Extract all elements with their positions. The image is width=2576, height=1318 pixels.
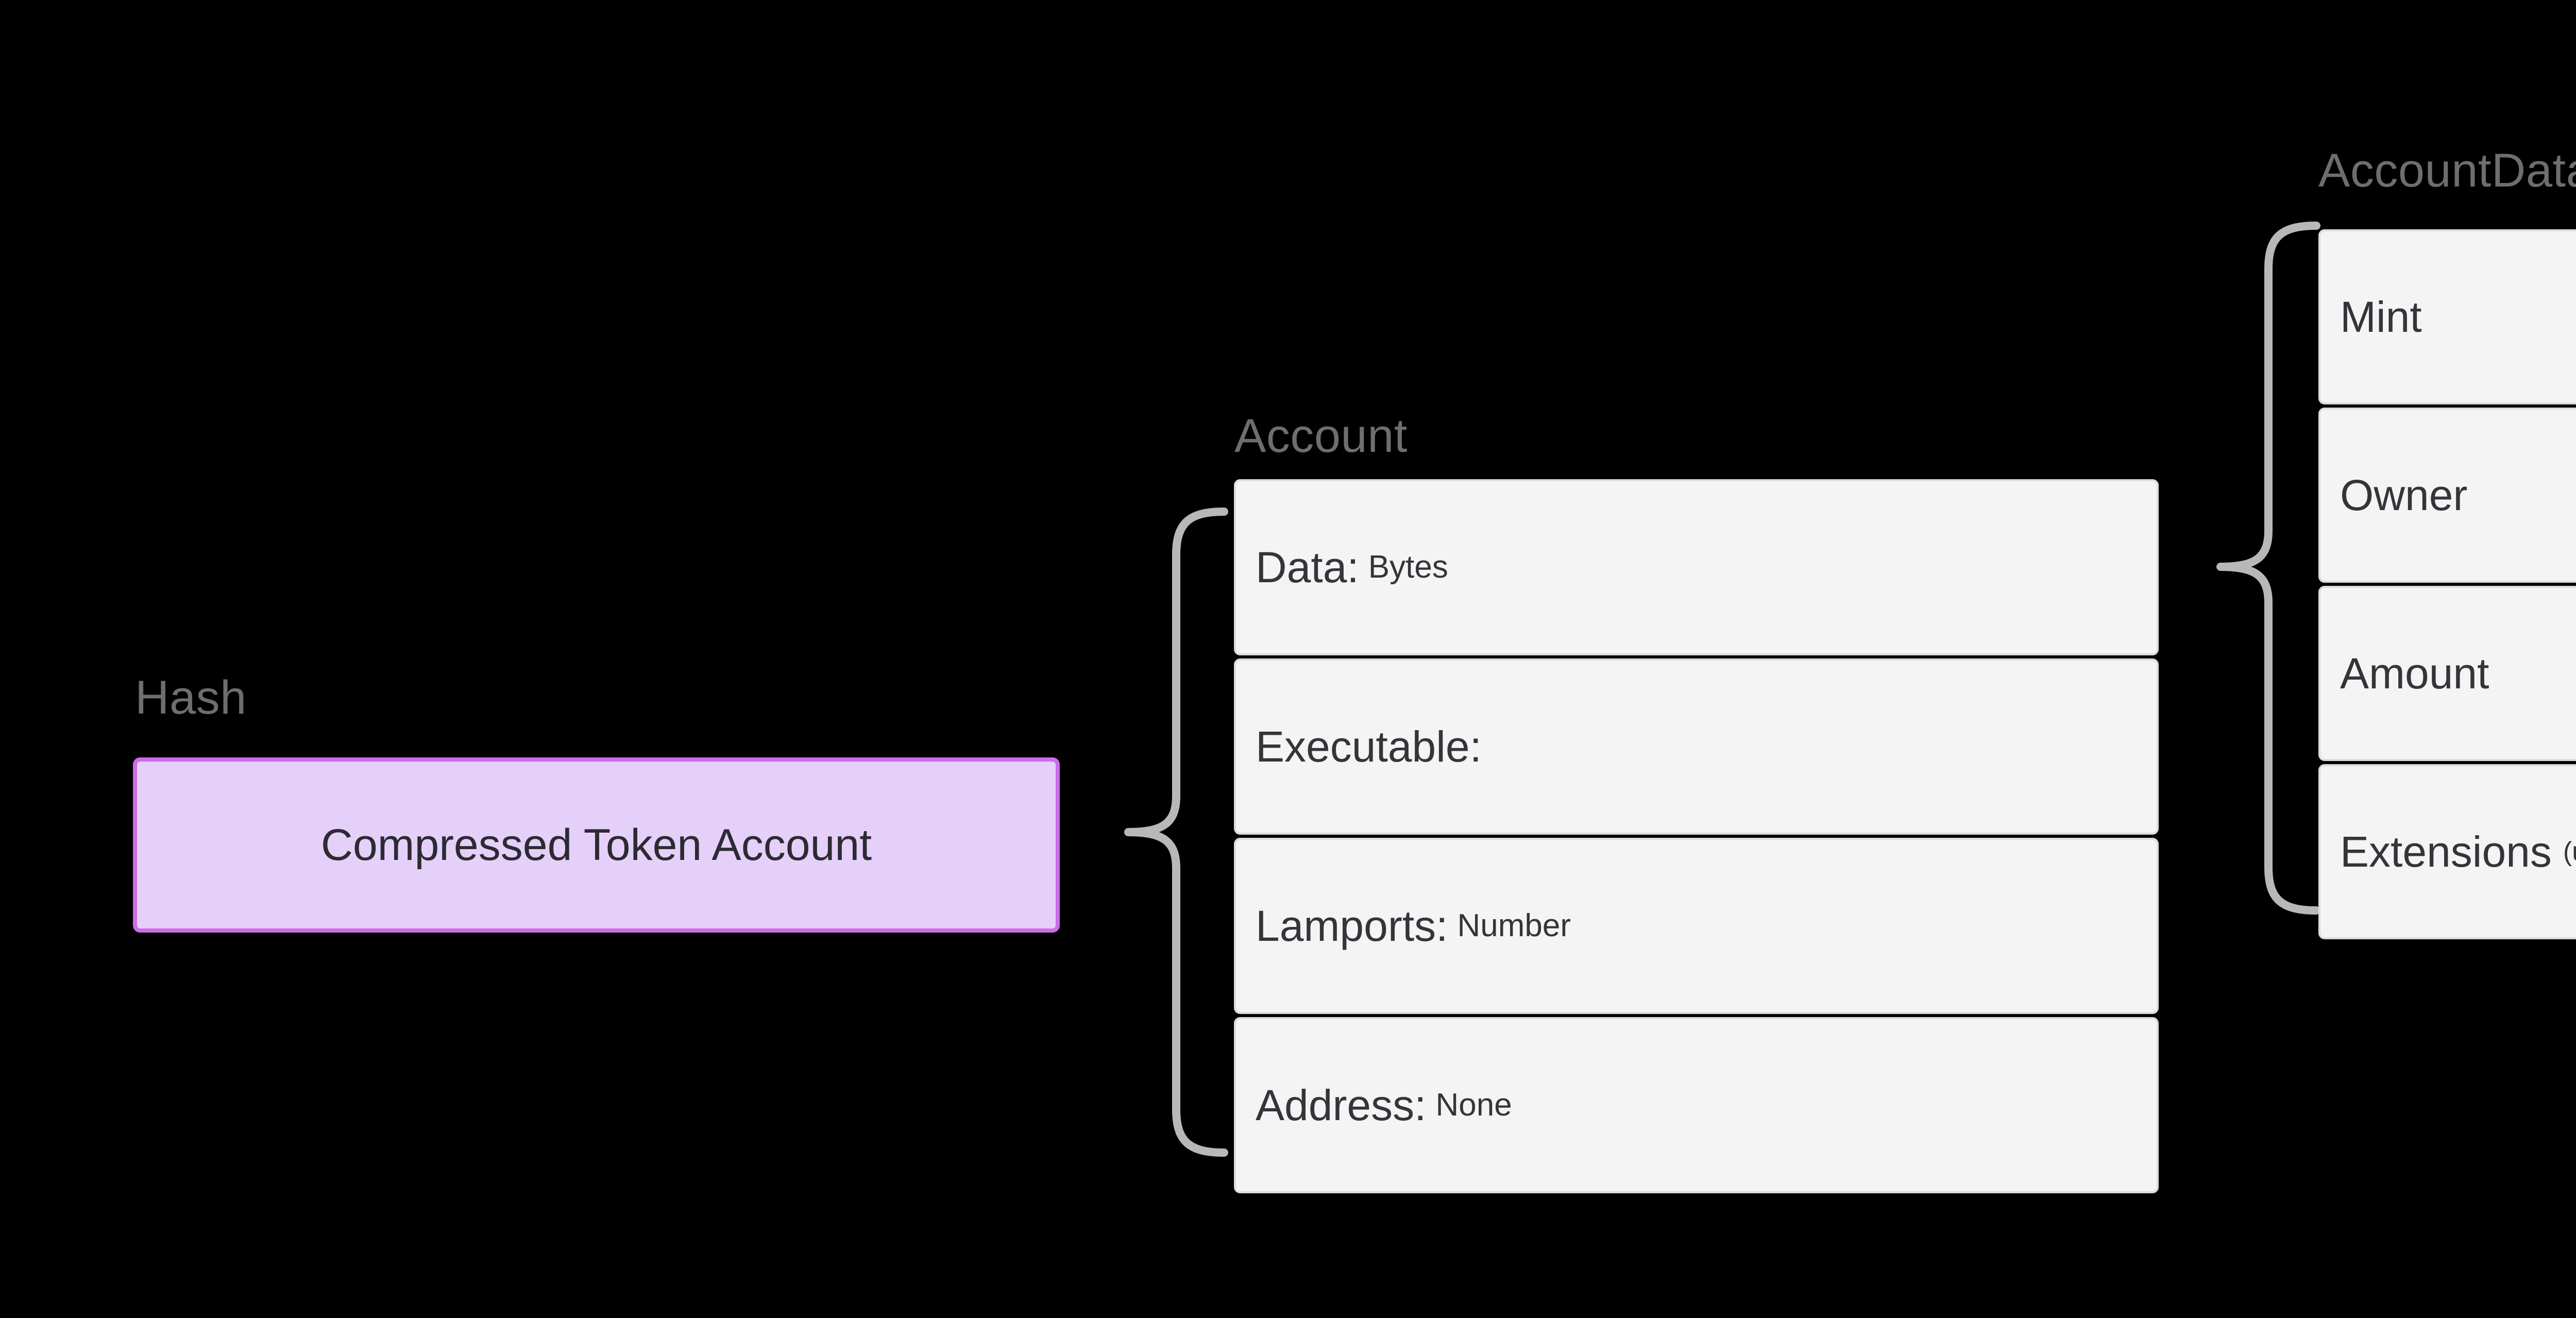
- table-row[interactable]: Owner: [2318, 408, 2576, 583]
- row-key: Mint: [2340, 293, 2422, 341]
- compressed-token-account-label: Compressed Token Account: [320, 820, 872, 870]
- curly-brace-account-to-account-data: [2216, 222, 2320, 915]
- row-key: Amount: [2340, 649, 2489, 698]
- row-key: Data:: [1256, 543, 1359, 592]
- row-key: Owner: [2340, 471, 2468, 519]
- row-value: Bytes: [1368, 549, 1448, 585]
- row-value: None: [1435, 1087, 1512, 1123]
- table-row[interactable]: Data: Bytes: [1234, 479, 2159, 655]
- table-row[interactable]: Extensions (unimplemented): [2318, 764, 2576, 939]
- account-data-group-label: AccountData: [2318, 144, 2576, 197]
- table-row[interactable]: Address: None: [1234, 1017, 2159, 1193]
- row-value: Number: [1457, 908, 1571, 943]
- row-key: Executable:: [1256, 722, 1482, 771]
- table-row[interactable]: Amount: [2318, 586, 2576, 761]
- row-key: Extensions: [2340, 827, 2552, 876]
- row-value: (unimplemented): [2563, 837, 2576, 867]
- hash-group-label: Hash: [135, 671, 247, 724]
- account-group-label: Account: [1234, 410, 1408, 462]
- row-key: Address:: [1256, 1081, 1427, 1129]
- curly-brace-hash-to-account: [1124, 508, 1228, 1157]
- table-row[interactable]: Mint: [2318, 229, 2576, 404]
- compressed-token-account-node[interactable]: Compressed Token Account: [133, 757, 1060, 933]
- table-row[interactable]: Lamports: Number: [1234, 838, 2159, 1014]
- row-key: Lamports:: [1256, 902, 1448, 950]
- account-data-table: Mint Owner Amount Extensions (unimplemen…: [2318, 229, 2576, 939]
- table-row[interactable]: Executable:: [1234, 658, 2159, 835]
- account-table: Data: Bytes Executable: Lamports: Number…: [1234, 479, 2159, 1193]
